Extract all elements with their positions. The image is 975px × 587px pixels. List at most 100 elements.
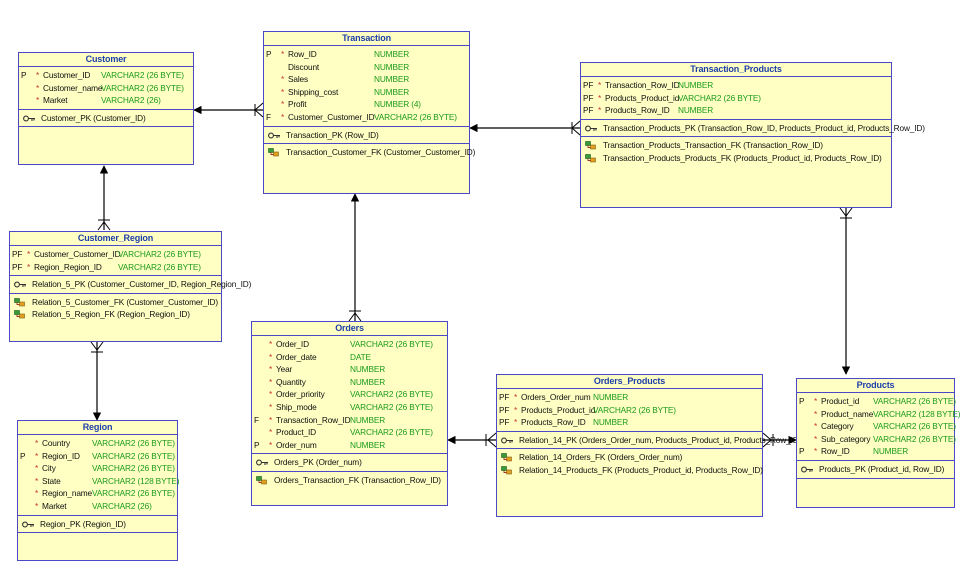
- primary-key-row[interactable]: Customer_PK (Customer_ID): [19, 112, 193, 125]
- foreign-key-row[interactable]: Relation_5_Region_FK (Region_Region_ID): [10, 308, 221, 321]
- entity-title: Transaction: [264, 32, 469, 46]
- column-type: VARCHAR2 (128 BYTE): [873, 408, 961, 419]
- column-type: VARCHAR2 (26 BYTE): [101, 82, 184, 93]
- foreign-key-label: Transaction_Products_Products_FK (Produc…: [603, 152, 882, 163]
- foreign-key-row[interactable]: Relation_14_Orders_FK (Orders_Order_num): [497, 451, 762, 464]
- column-type: VARCHAR2 (26 BYTE): [593, 404, 676, 415]
- foreign-key-row[interactable]: Transaction_Products_Products_FK (Produc…: [581, 152, 891, 165]
- entity-title: Transaction_Products: [581, 63, 891, 77]
- column-name: Customer_Customer_ID: [34, 249, 121, 259]
- foreign-key-row[interactable]: Transaction_Products_Transaction_FK (Tra…: [581, 139, 891, 152]
- foreign-key-row[interactable]: Relation_14_Products_FK (Products_Produc…: [497, 464, 763, 477]
- column-type: VARCHAR2 (26 BYTE): [873, 433, 956, 444]
- column-type: VARCHAR2 (26 BYTE): [101, 70, 184, 80]
- rel-transaction-customer: [193, 102, 264, 118]
- foreign-key-section: Orders_Transaction_FK (Transaction_Row_I…: [252, 472, 447, 489]
- required-marker: *: [269, 376, 273, 387]
- required-marker: *: [281, 49, 285, 59]
- column-type: NUMBER: [350, 376, 386, 387]
- required-marker: *: [35, 450, 39, 461]
- foreign-key-row[interactable]: Relation_5_Customer_FK (Customer_Custome…: [10, 296, 221, 309]
- primary-key-row[interactable]: Relation_14_PK (Orders_Order_num, Produc…: [497, 434, 801, 447]
- column-row[interactable]: Discount NUMBER: [264, 61, 469, 74]
- primary-key-row[interactable]: Region_PK (Region_ID): [18, 518, 177, 531]
- primary-key-row[interactable]: Relation_5_PK (Customer_Customer_ID, Reg…: [10, 278, 251, 291]
- column-type: NUMBER: [593, 417, 629, 428]
- primary-key-section: Relation_14_PK (Orders_Order_num, Produc…: [497, 432, 801, 450]
- column-type: VARCHAR2 (26 BYTE): [374, 111, 457, 122]
- primary-key-section: Region_PK (Region_ID): [18, 516, 177, 534]
- column-name: Products_Product_id: [521, 404, 596, 415]
- primary-key-row[interactable]: Transaction_PK (Row_ID): [264, 129, 469, 142]
- required-marker: *: [269, 414, 273, 425]
- foreign-key-row[interactable]: Transaction_Customer_FK (Customer_Custom…: [264, 146, 475, 159]
- primary-key-row[interactable]: Orders_PK (Order_num): [252, 456, 447, 469]
- foreign-key-row[interactable]: Orders_Transaction_FK (Transaction_Row_I…: [252, 474, 447, 487]
- foreign-key-label: Relation_14_Products_FK (Products_Produc…: [519, 464, 763, 475]
- column-name: Sales: [288, 74, 309, 85]
- required-marker: *: [269, 364, 273, 375]
- primary-key-section: Transaction_Products_PK (Transaction_Row…: [581, 120, 925, 138]
- foreign-key-section: Transaction_Products_Transaction_FK (Tra…: [581, 137, 891, 166]
- column-type: NUMBER: [374, 61, 410, 72]
- column-type: VARCHAR2 (26 BYTE): [92, 463, 175, 474]
- column-name: Discount: [288, 61, 320, 72]
- required-marker: *: [35, 438, 39, 448]
- primary-key-row[interactable]: Transaction_Products_PK (Transaction_Row…: [581, 122, 925, 135]
- primary-key-row[interactable]: Products_PK (Product_id, Row_ID): [797, 463, 954, 476]
- required-marker: *: [598, 80, 602, 90]
- column-name: Order_ID: [276, 339, 309, 349]
- rel-customerregion-customer: [97, 165, 111, 231]
- required-marker: *: [514, 417, 518, 428]
- entity-title: Orders: [252, 322, 447, 336]
- column-name: Product_name: [821, 408, 874, 419]
- column-name: Market: [42, 500, 67, 511]
